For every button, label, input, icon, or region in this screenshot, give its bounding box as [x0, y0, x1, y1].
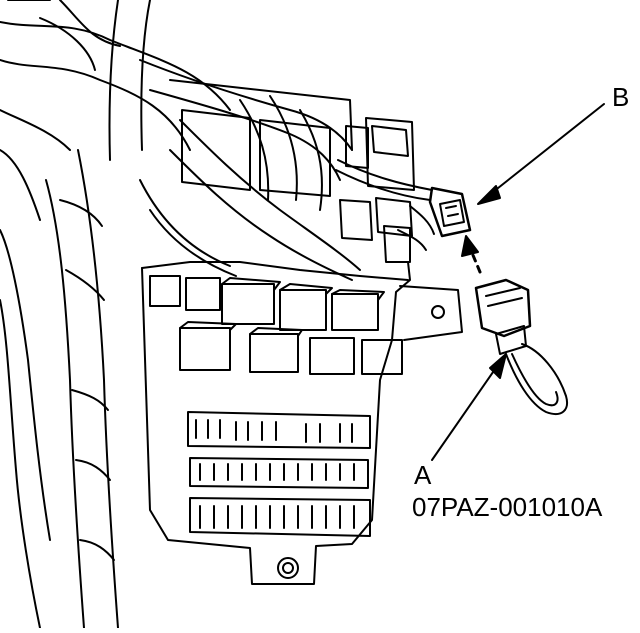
- wire-harness-left: [0, 0, 230, 628]
- connector-b: [336, 160, 470, 250]
- relay-housing-top: [170, 80, 414, 262]
- relay-row-upper: [150, 276, 384, 330]
- part-number-label: 07PAZ-001010A: [412, 492, 603, 522]
- wire-harness-upper: [140, 60, 360, 280]
- insertion-arrow: [462, 236, 480, 272]
- relay-row-lower: [180, 322, 402, 374]
- leader-line-b: [478, 104, 604, 204]
- callout-label-a: A: [414, 460, 432, 490]
- mounting-bolt: [278, 558, 298, 578]
- fuse-panel: [188, 412, 370, 536]
- connector-a-jumper: [476, 280, 567, 414]
- leader-line-a: [432, 354, 506, 460]
- callout-label-b: B: [612, 82, 630, 112]
- fuse-box-body: [142, 262, 462, 584]
